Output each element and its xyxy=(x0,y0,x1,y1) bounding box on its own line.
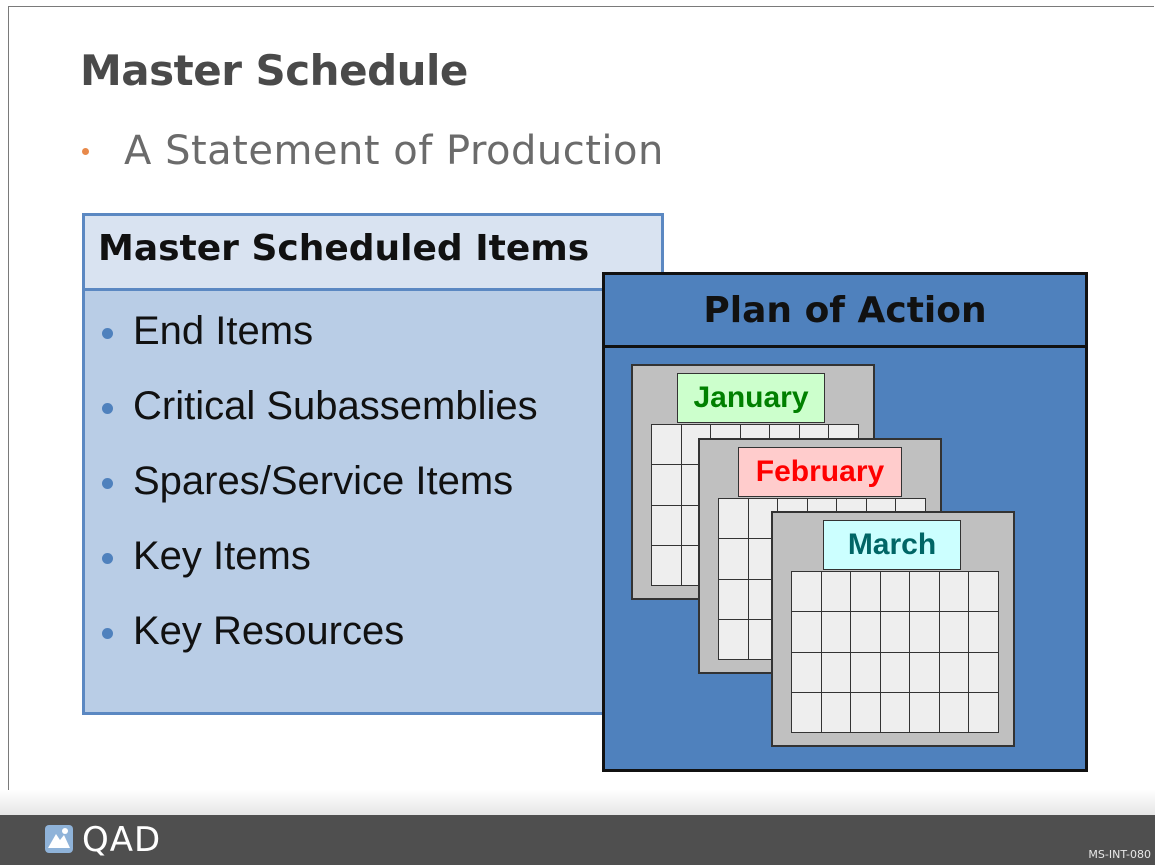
list-item-label: Critical Subassemblies xyxy=(133,384,538,428)
list-item-label: Key Items xyxy=(133,534,311,578)
calendar-day-cell xyxy=(879,651,911,693)
calendar-week-row xyxy=(791,651,999,693)
calendar-day-cell xyxy=(718,538,749,580)
master-scheduled-items-title: Master Scheduled Items xyxy=(98,228,590,269)
subtitle-row: A Statement of Production xyxy=(82,128,664,174)
calendar-day-cell xyxy=(820,651,852,693)
calendar-label-january: January xyxy=(677,373,825,423)
slide-subtitle: A Statement of Production xyxy=(124,128,664,174)
frame-border-left xyxy=(8,6,9,796)
bullet-icon xyxy=(102,628,113,639)
calendar-day-cell xyxy=(791,570,822,613)
calendar-day-cell xyxy=(651,544,682,587)
calendar-day-cell xyxy=(938,570,970,613)
calendar-day-cell xyxy=(850,651,881,693)
calendar-label-february: February xyxy=(738,447,902,497)
calendar-day-cell xyxy=(879,691,911,734)
calendar-day-cell xyxy=(791,691,822,734)
calendar-day-cell xyxy=(968,611,999,653)
calendar-march: March xyxy=(771,511,1015,747)
calendar-day-cell xyxy=(718,618,749,661)
calendar-day-cell xyxy=(909,691,940,734)
calendar-day-cell xyxy=(938,651,970,693)
master-scheduled-items-header: Master Scheduled Items xyxy=(85,216,661,291)
calendar-week-row xyxy=(791,570,999,613)
calendar-day-cell xyxy=(938,611,970,653)
bullet-icon xyxy=(102,553,113,564)
list-item-label: Spares/Service Items xyxy=(133,459,514,503)
master-scheduled-items-panel: Master Scheduled Items End Items Critica… xyxy=(82,213,664,715)
bullet-icon xyxy=(102,328,113,339)
calendar-week-row xyxy=(791,691,999,734)
plan-of-action-panel: Plan of Action January February March xyxy=(602,272,1088,772)
footer-shadow xyxy=(0,790,1155,815)
calendar-day-cell xyxy=(968,570,999,613)
bullet-icon xyxy=(102,478,113,489)
calendar-day-cell xyxy=(651,423,682,466)
qad-logo-text: QAD xyxy=(82,820,162,860)
calendar-day-cell xyxy=(791,611,822,653)
calendar-day-cell xyxy=(968,691,999,734)
calendar-day-cell xyxy=(791,651,822,693)
calendar-day-cell xyxy=(909,611,940,653)
calendar-day-cell xyxy=(968,651,999,693)
calendar-day-cell xyxy=(820,691,852,734)
slide-title: Master Schedule xyxy=(80,46,468,95)
calendar-day-cell xyxy=(651,464,682,506)
calendar-day-cell xyxy=(879,570,911,613)
footer-bar: QAD MS-INT-080 xyxy=(0,815,1155,865)
subtitle-bullet-icon xyxy=(82,147,89,155)
calendar-day-cell xyxy=(909,570,940,613)
qad-logo-icon xyxy=(45,825,73,853)
frame-border-top xyxy=(8,6,1154,7)
calendar-day-cell xyxy=(879,611,911,653)
calendar-day-cell xyxy=(651,504,682,546)
calendar-day-cell xyxy=(850,691,881,734)
calendar-day-cell xyxy=(718,497,749,540)
plan-of-action-title: Plan of Action xyxy=(703,289,987,331)
calendar-day-cell xyxy=(820,570,852,613)
calendar-grid-march xyxy=(791,570,999,734)
bullet-icon xyxy=(102,403,113,414)
calendar-week-row xyxy=(791,611,999,653)
list-item-label: End Items xyxy=(133,309,314,353)
slide-code: MS-INT-080 xyxy=(1088,848,1151,861)
calendar-day-cell xyxy=(820,611,852,653)
calendar-day-cell xyxy=(909,651,940,693)
list-item-label: Key Resources xyxy=(133,609,405,653)
calendar-day-cell xyxy=(938,691,970,734)
calendar-day-cell xyxy=(850,611,881,653)
calendar-day-cell xyxy=(718,578,749,620)
calendar-day-cell xyxy=(850,570,881,613)
plan-of-action-header: Plan of Action xyxy=(605,275,1085,348)
calendar-label-march: March xyxy=(823,520,961,570)
